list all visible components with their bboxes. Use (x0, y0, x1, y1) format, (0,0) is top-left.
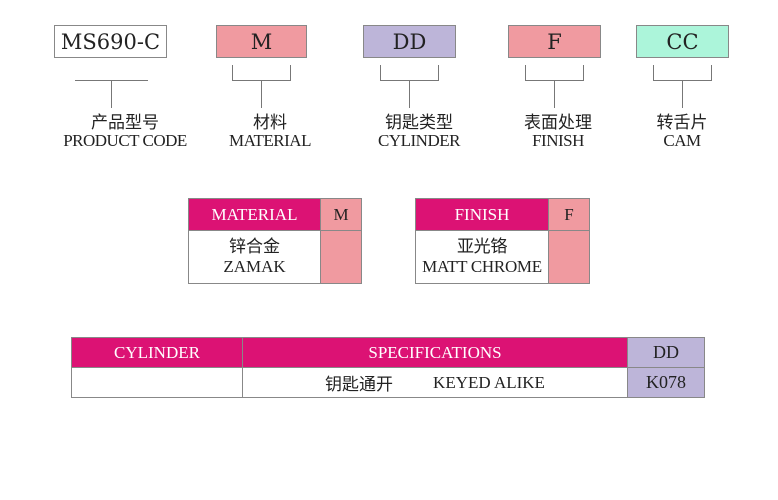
label-cn: 材料 (253, 113, 287, 133)
material-header: MATERIAL (188, 198, 321, 231)
label-en: CYLINDER (378, 131, 460, 150)
spec-cn: 钥匙通开 (325, 375, 394, 394)
cylinder-code-box: DD (363, 25, 456, 58)
cylinder-label: 钥匙类型 CYLINDER (339, 114, 499, 150)
label-en: PRODUCT CODE (63, 131, 187, 150)
cylinder-value (71, 367, 243, 398)
cam-code-box: CC (636, 25, 729, 58)
finish-code-header: F (548, 198, 590, 231)
spec-en: KEYED ALIKE (433, 372, 545, 392)
material-label: 材料 MATERIAL (190, 114, 350, 150)
label-cn: 转舌片 (656, 113, 708, 133)
cylinder-code-value: K078 (627, 367, 705, 398)
finish-code-cell (548, 230, 590, 284)
label-cn: 产品型号 (91, 113, 159, 133)
product-code-label: 产品型号 PRODUCT CODE (45, 114, 205, 150)
product-code-box: MS690-C (54, 25, 167, 58)
label-cn: 钥匙类型 (385, 113, 453, 133)
finish-cn: 亚光铬 (456, 237, 508, 256)
finish-en: MATT CHROME (422, 257, 542, 276)
specifications-header: SPECIFICATIONS (242, 337, 628, 368)
cam-label: 转舌片 CAM (602, 114, 762, 150)
label-en: FINISH (532, 131, 584, 150)
finish-code-box: F (508, 25, 601, 58)
finish-header: FINISH (415, 198, 549, 231)
material-code-cell (320, 230, 362, 284)
label-en: CAM (663, 131, 701, 150)
material-code-header: M (320, 198, 362, 231)
specifications-value: 钥匙通开 KEYED ALIKE (242, 367, 628, 398)
material-cn: 锌合金 (229, 237, 280, 256)
finish-value: 亚光铬 MATT CHROME (415, 230, 549, 284)
finish-label: 表面处理 FINISH (478, 114, 638, 150)
label-en: MATERIAL (229, 131, 311, 150)
cylinder-header: CYLINDER (71, 337, 243, 368)
material-en: ZAMAK (223, 257, 286, 276)
label-cn: 表面处理 (524, 113, 592, 133)
material-value: 锌合金 ZAMAK (188, 230, 321, 284)
cylinder-code-header: DD (627, 337, 705, 368)
material-code-box: M (216, 25, 307, 58)
